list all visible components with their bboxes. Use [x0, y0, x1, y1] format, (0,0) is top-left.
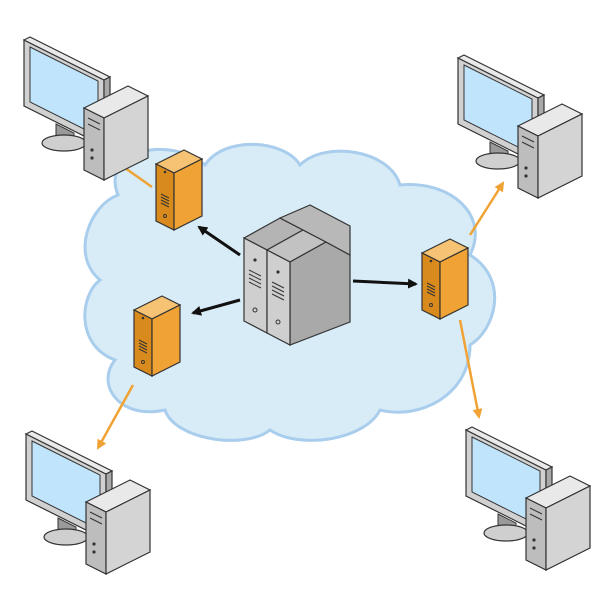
arrow-to-right-edge-server	[352, 278, 418, 289]
computer-bottom-left-icon	[25, 430, 151, 575]
arrow-to-lower-left-edge-server	[191, 298, 241, 316]
computer-top-left-icon	[23, 36, 149, 181]
arrow-to-upper-left-edge-server	[197, 225, 241, 257]
main-server-icon	[242, 204, 351, 346]
edge-server-lower-left-icon	[133, 295, 181, 377]
arrow-to-bottom-right-computer	[458, 319, 483, 419]
edge-server-upper-left-icon	[155, 149, 203, 231]
computer-bottom-right-icon	[465, 426, 591, 571]
arrow-to-bottom-left-computer	[96, 384, 135, 450]
edge-server-right-icon	[421, 238, 469, 320]
arrow-to-top-right-computer	[468, 181, 505, 236]
computer-top-right-icon	[457, 54, 583, 199]
